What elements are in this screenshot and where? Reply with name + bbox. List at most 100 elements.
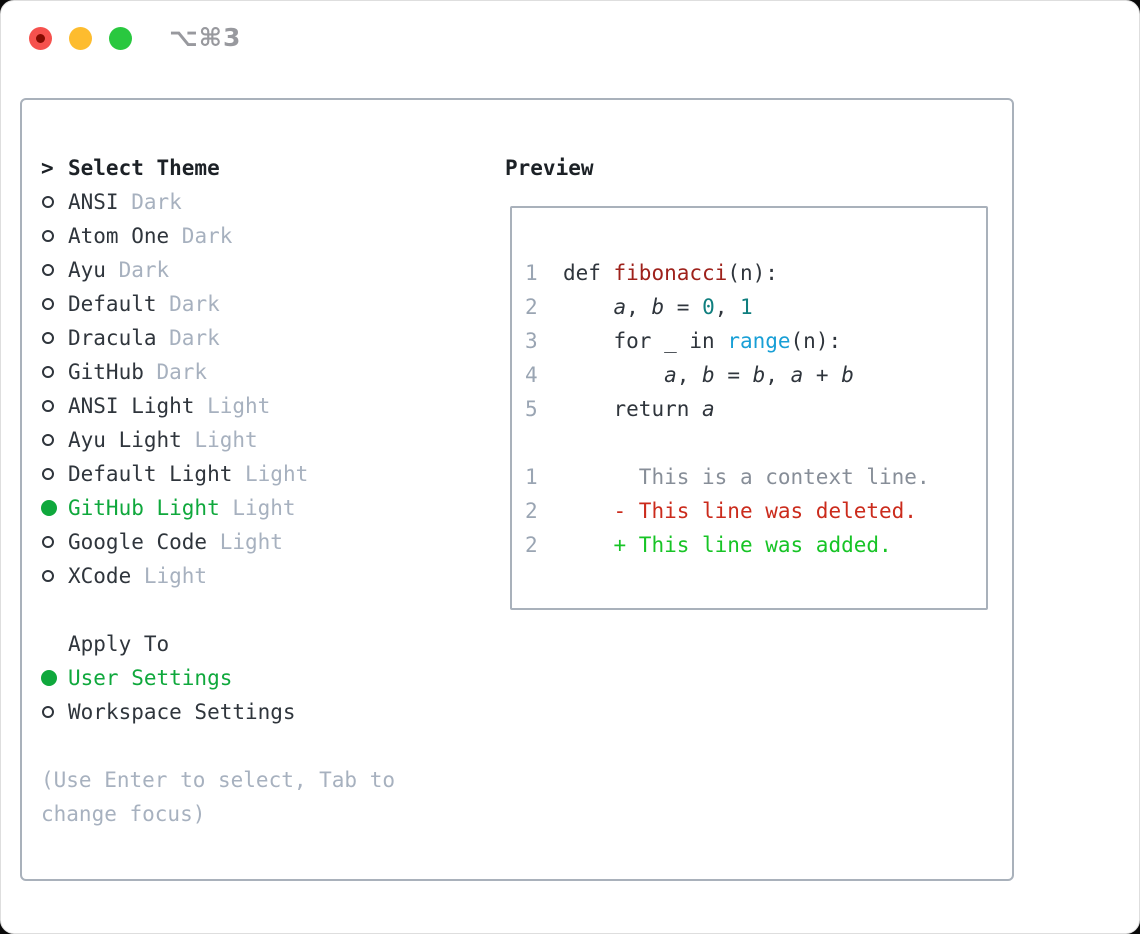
theme-option-atom-one[interactable]: Atom One Dark bbox=[41, 219, 481, 253]
option-label: Dracula bbox=[68, 326, 157, 350]
token-var: a bbox=[664, 363, 677, 387]
radio-unselected-icon bbox=[42, 570, 54, 582]
spacer bbox=[41, 729, 481, 763]
theme-list: ANSI Dark Atom One Dark Ayu Dark Default… bbox=[41, 185, 481, 593]
titlebar: ⌥⌘3 bbox=[1, 1, 1139, 77]
option-variant-label: Light bbox=[219, 496, 296, 520]
token-plain: return bbox=[537, 397, 703, 421]
option-label: GitHub Light bbox=[68, 496, 220, 520]
radio-unselected-icon bbox=[42, 196, 54, 208]
apply-to-title: Apply To bbox=[68, 632, 170, 656]
code-line: 1 def fibonacci(n): bbox=[525, 256, 986, 290]
window-title: ⌥⌘3 bbox=[169, 23, 242, 52]
theme-option-xcode[interactable]: XCode Light bbox=[41, 559, 481, 593]
radio-marker bbox=[41, 230, 68, 242]
theme-option-ayu[interactable]: Ayu Dark bbox=[41, 253, 481, 287]
theme-option-ayu-light[interactable]: Ayu Light Light bbox=[41, 423, 481, 457]
radio-marker bbox=[41, 468, 68, 480]
code-line: 2 + This line was added. bbox=[525, 528, 986, 562]
token-var: a bbox=[702, 397, 715, 421]
code-line: 3 for _ in range(n): bbox=[525, 324, 986, 358]
theme-option-dracula[interactable]: Dracula Dark bbox=[41, 321, 481, 355]
token-plain: def bbox=[537, 261, 614, 285]
token-plain: + bbox=[803, 363, 842, 387]
radio-marker bbox=[41, 400, 68, 412]
token-var: a bbox=[790, 363, 804, 387]
code-line: 4 a, b = b, a + b bbox=[525, 358, 986, 392]
line-number: 5 bbox=[525, 397, 538, 421]
line-number: 1 bbox=[525, 261, 538, 285]
token-plain: = bbox=[664, 295, 703, 319]
token-var: a bbox=[613, 295, 627, 319]
token-func: fibonacci bbox=[613, 261, 728, 285]
option-label: Google Code bbox=[68, 530, 208, 554]
apply-option-user-settings[interactable]: User Settings bbox=[41, 661, 481, 695]
apply-to-list: User Settings Workspace Settings bbox=[41, 661, 481, 729]
option-variant-label: Dark bbox=[156, 292, 220, 316]
spacer bbox=[41, 593, 481, 627]
option-variant-label: Dark bbox=[169, 224, 233, 248]
token-plain: , bbox=[676, 363, 703, 387]
token-plain: (n): bbox=[790, 329, 842, 353]
radio-marker bbox=[41, 434, 68, 446]
token-plain: for _ in bbox=[537, 329, 728, 353]
close-dot-icon bbox=[36, 34, 45, 43]
option-variant-label: Dark bbox=[156, 326, 220, 350]
option-label: Workspace Settings bbox=[68, 700, 296, 724]
minimize-button[interactable] bbox=[69, 27, 92, 50]
theme-dialog: > Select Theme ANSI Dark Atom One Dark A… bbox=[20, 98, 1014, 881]
theme-option-default[interactable]: Default Dark bbox=[41, 287, 481, 321]
token-plain: , bbox=[714, 295, 741, 319]
option-variant-label: Light bbox=[131, 564, 208, 588]
select-theme-header-row: > Select Theme bbox=[41, 151, 481, 185]
theme-option-ansi[interactable]: ANSI Dark bbox=[41, 185, 481, 219]
option-label: Default Light bbox=[68, 462, 233, 486]
option-variant-label: Light bbox=[207, 530, 283, 554]
radio-marker bbox=[41, 298, 68, 310]
token-builtin: range bbox=[727, 329, 791, 353]
option-label: Ayu bbox=[68, 258, 106, 282]
theme-option-github-light[interactable]: GitHub Light Light bbox=[41, 491, 481, 525]
radio-selected-icon bbox=[41, 500, 57, 516]
token-var: b bbox=[651, 295, 665, 319]
line-number: 1 bbox=[525, 465, 538, 489]
preview-title: Preview bbox=[505, 156, 594, 180]
radio-marker bbox=[41, 366, 68, 378]
radio-unselected-icon bbox=[42, 366, 54, 378]
apply-option-workspace-settings[interactable]: Workspace Settings bbox=[41, 695, 481, 729]
radio-marker bbox=[41, 500, 68, 516]
token-number: 0 bbox=[702, 295, 715, 319]
radio-marker bbox=[41, 706, 68, 718]
token-plain: (n): bbox=[727, 261, 778, 285]
code-line: 1 This is a context line. bbox=[525, 460, 986, 494]
option-variant-label: Dark bbox=[105, 258, 170, 282]
option-variant-label: Light bbox=[181, 428, 258, 452]
token-plain: , bbox=[765, 363, 791, 387]
theme-option-github[interactable]: GitHub Dark bbox=[41, 355, 481, 389]
token-var: b bbox=[752, 363, 766, 387]
theme-picker: > Select Theme ANSI Dark Atom One Dark A… bbox=[41, 151, 481, 831]
hint-text: (Use Enter to select, Tab to change focu… bbox=[41, 768, 396, 826]
radio-marker bbox=[41, 264, 68, 276]
radio-unselected-icon bbox=[42, 468, 54, 480]
option-variant-label: Dark bbox=[143, 360, 208, 384]
token-deleted: - This line was deleted. bbox=[537, 499, 917, 523]
theme-option-google-code[interactable]: Google Code Light bbox=[41, 525, 481, 559]
traffic-lights bbox=[29, 27, 132, 50]
radio-unselected-icon bbox=[42, 230, 54, 242]
theme-option-ansi-light[interactable]: ANSI Light Light bbox=[41, 389, 481, 423]
option-label: User Settings bbox=[68, 666, 233, 690]
cursor-marker: > bbox=[41, 156, 68, 180]
line-number: 2 bbox=[525, 295, 538, 319]
code-line: 2 - This line was deleted. bbox=[525, 494, 986, 528]
close-button[interactable] bbox=[29, 27, 52, 50]
token-plain bbox=[538, 363, 664, 387]
zoom-button[interactable] bbox=[109, 27, 132, 50]
line-number: 2 bbox=[525, 533, 538, 557]
line-number: 3 bbox=[525, 329, 538, 353]
option-label: XCode bbox=[68, 564, 132, 588]
theme-option-default-light[interactable]: Default Light Light bbox=[41, 457, 481, 491]
